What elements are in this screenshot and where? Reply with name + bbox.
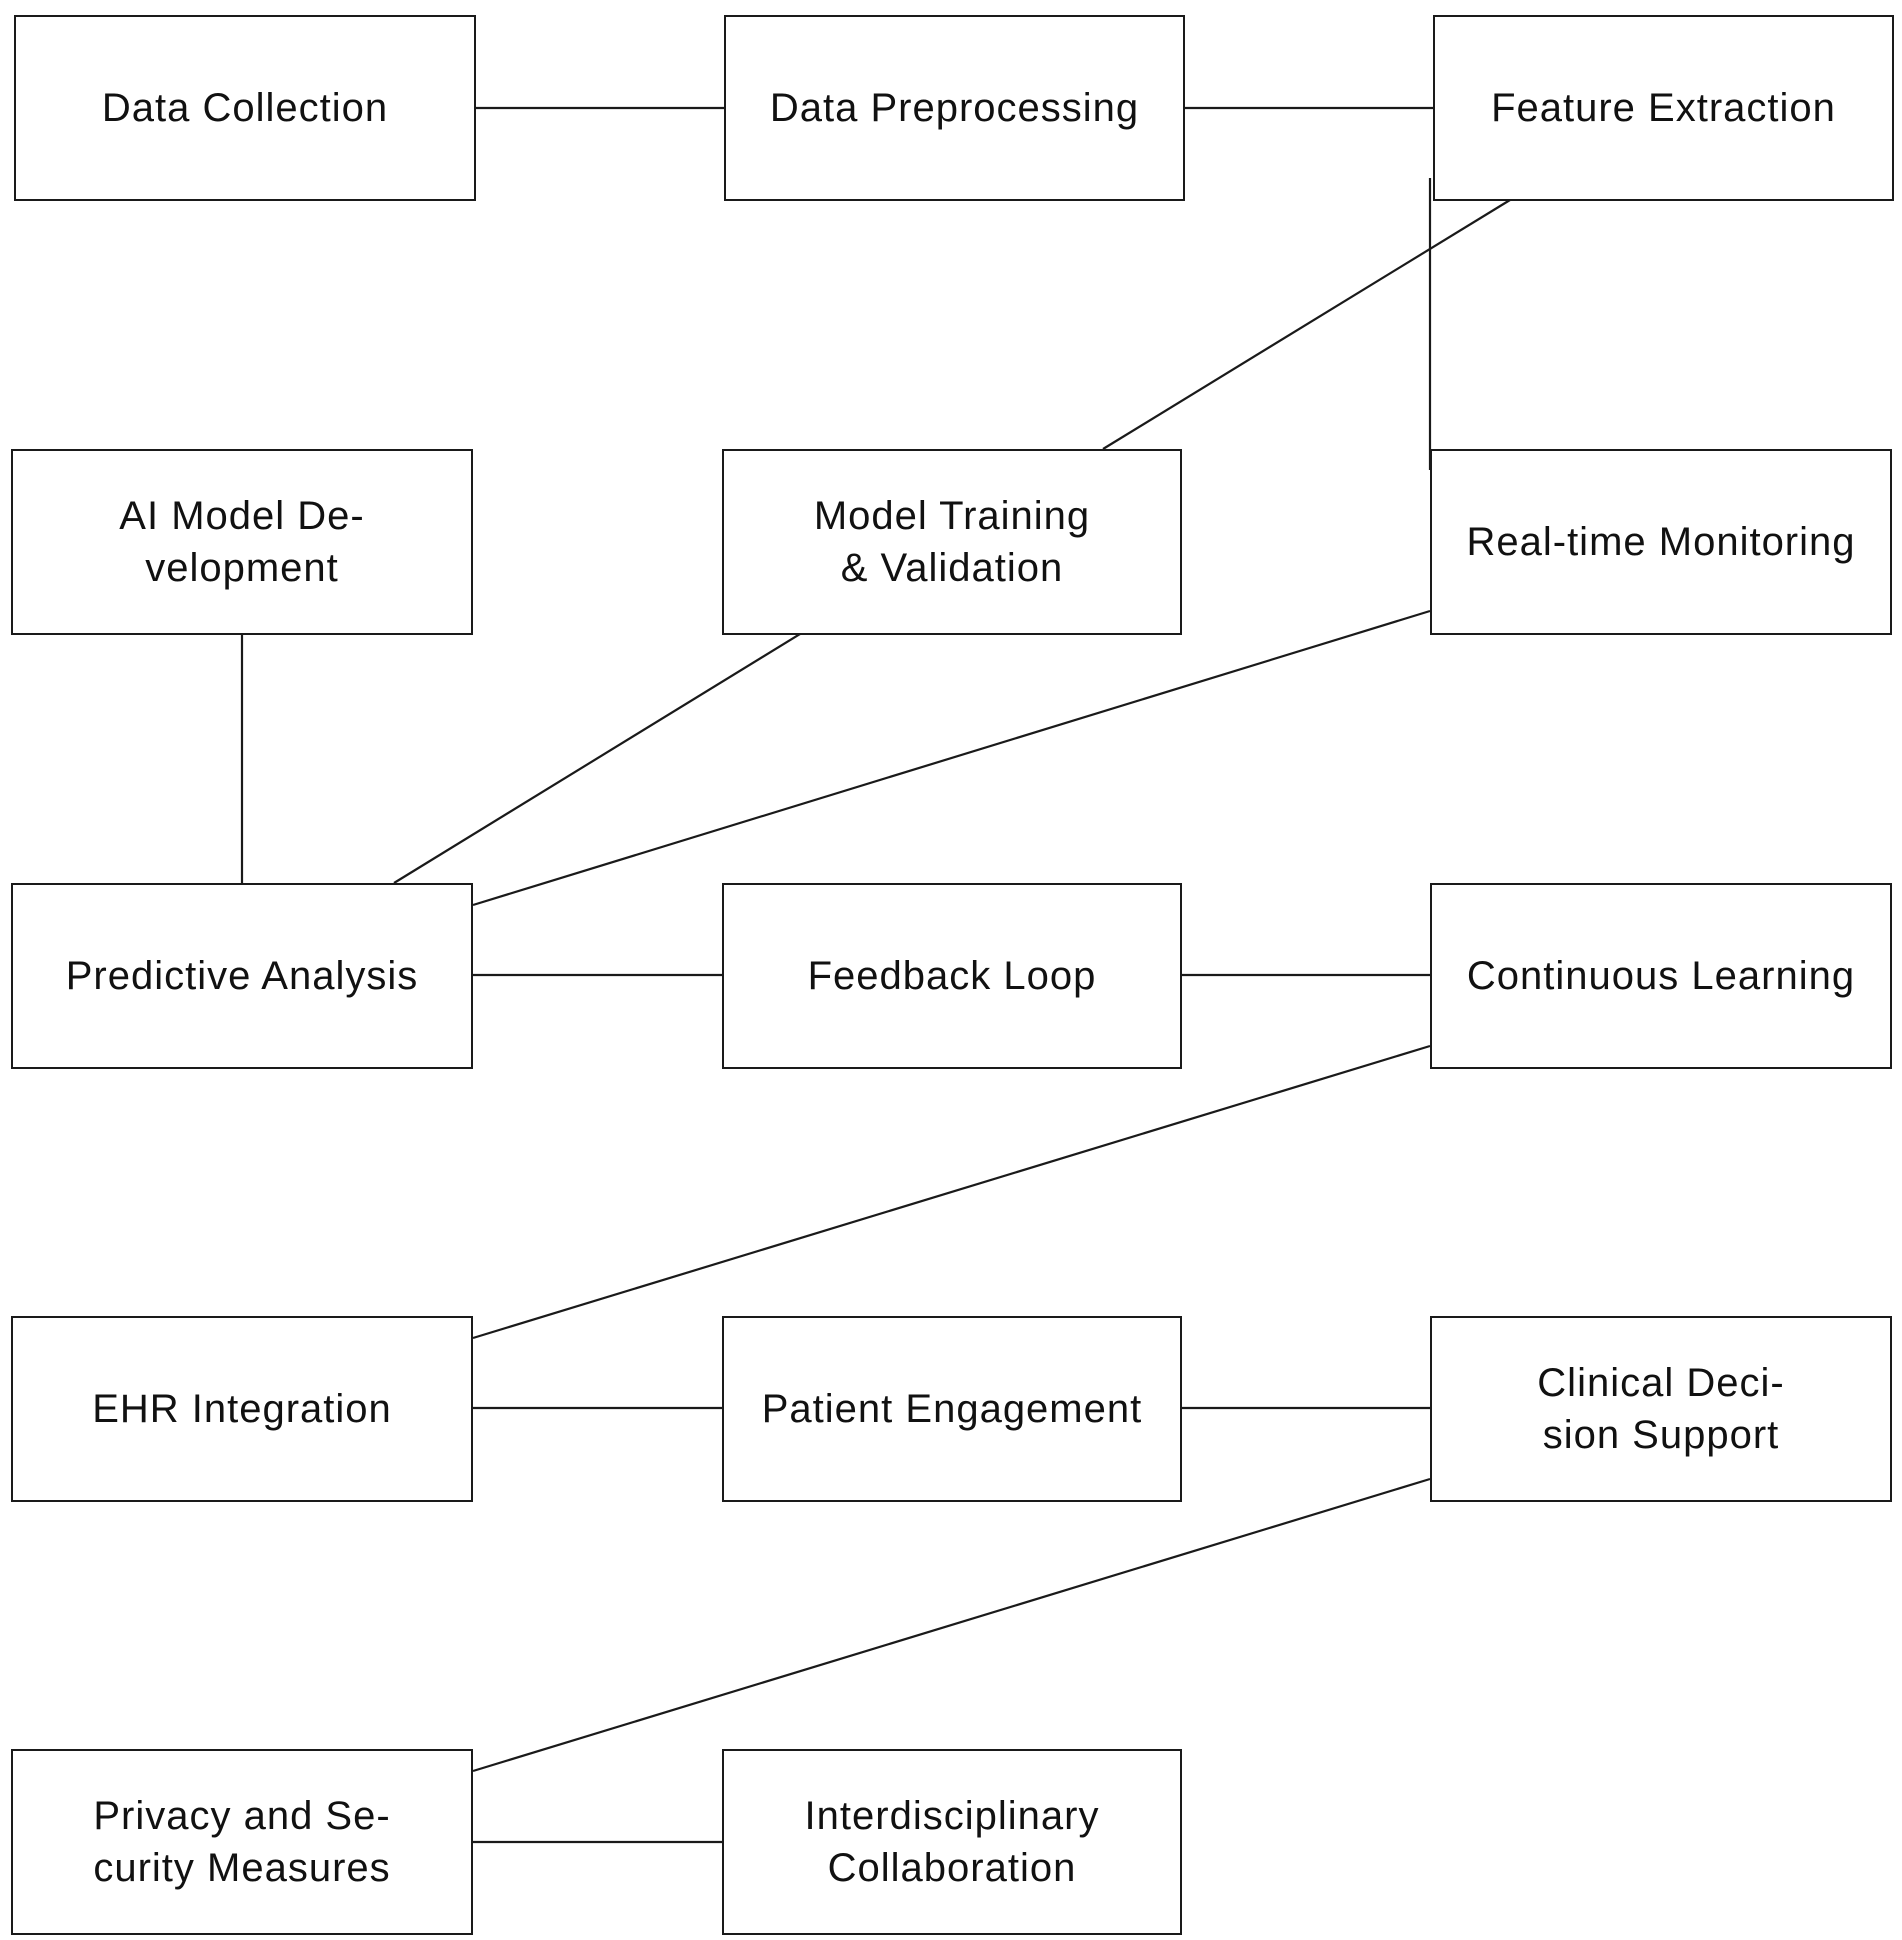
node-predictive-analysis: Predictive Analysis (11, 883, 473, 1069)
node-label: Interdisciplinary Collaboration (804, 1794, 1100, 1890)
edge-realtime-monitoring-to-predictive-analysis (472, 609, 1431, 907)
node-data-preprocessing: Data Preprocessing (724, 15, 1185, 201)
node-label: Data Preprocessing (769, 86, 1140, 130)
edge-model-training-to-predictive-analysis (393, 633, 801, 884)
edge-feature-extraction-to-model-training (1102, 199, 1511, 450)
node-privacy-security-measures: Privacy and Se- curity Measures (11, 1749, 473, 1935)
node-continuous-learning: Continuous Learning (1430, 883, 1892, 1069)
node-realtime-monitoring: Real-time Monitoring (1430, 449, 1892, 635)
node-patient-engagement: Patient Engagement (722, 1316, 1182, 1502)
node-feedback-loop: Feedback Loop (722, 883, 1182, 1069)
node-ai-model-development: AI Model De- velopment (11, 449, 473, 635)
edge-continuous-learning-to-ehr-integration (472, 1044, 1431, 1340)
node-label: Clinical Deci- sion Support (1537, 1361, 1785, 1457)
node-label: Patient Engagement (761, 1387, 1143, 1431)
node-feature-extraction: Feature Extraction (1433, 15, 1894, 201)
node-data-collection: Data Collection (14, 15, 476, 201)
node-label: Feature Extraction (1491, 86, 1836, 130)
node-ehr-integration: EHR Integration (11, 1316, 473, 1502)
node-label: Privacy and Se- curity Measures (93, 1794, 391, 1890)
node-label: EHR Integration (92, 1387, 392, 1431)
node-model-training-validation: Model Training & Validation (722, 449, 1182, 635)
node-label: Model Training & Validation (813, 494, 1091, 590)
node-label: AI Model De- velopment (119, 494, 365, 590)
node-label: Feedback Loop (807, 954, 1097, 998)
edge-clinical-decision-support-to-privacy-security (472, 1477, 1431, 1773)
node-interdisciplinary-collaboration: Interdisciplinary Collaboration (722, 1749, 1182, 1935)
node-label: Data Collection (101, 86, 389, 130)
node-label: Predictive Analysis (65, 954, 419, 998)
node-label: Real-time Monitoring (1466, 520, 1856, 564)
node-clinical-decision-support: Clinical Deci- sion Support (1430, 1316, 1892, 1502)
node-label: Continuous Learning (1466, 954, 1856, 998)
